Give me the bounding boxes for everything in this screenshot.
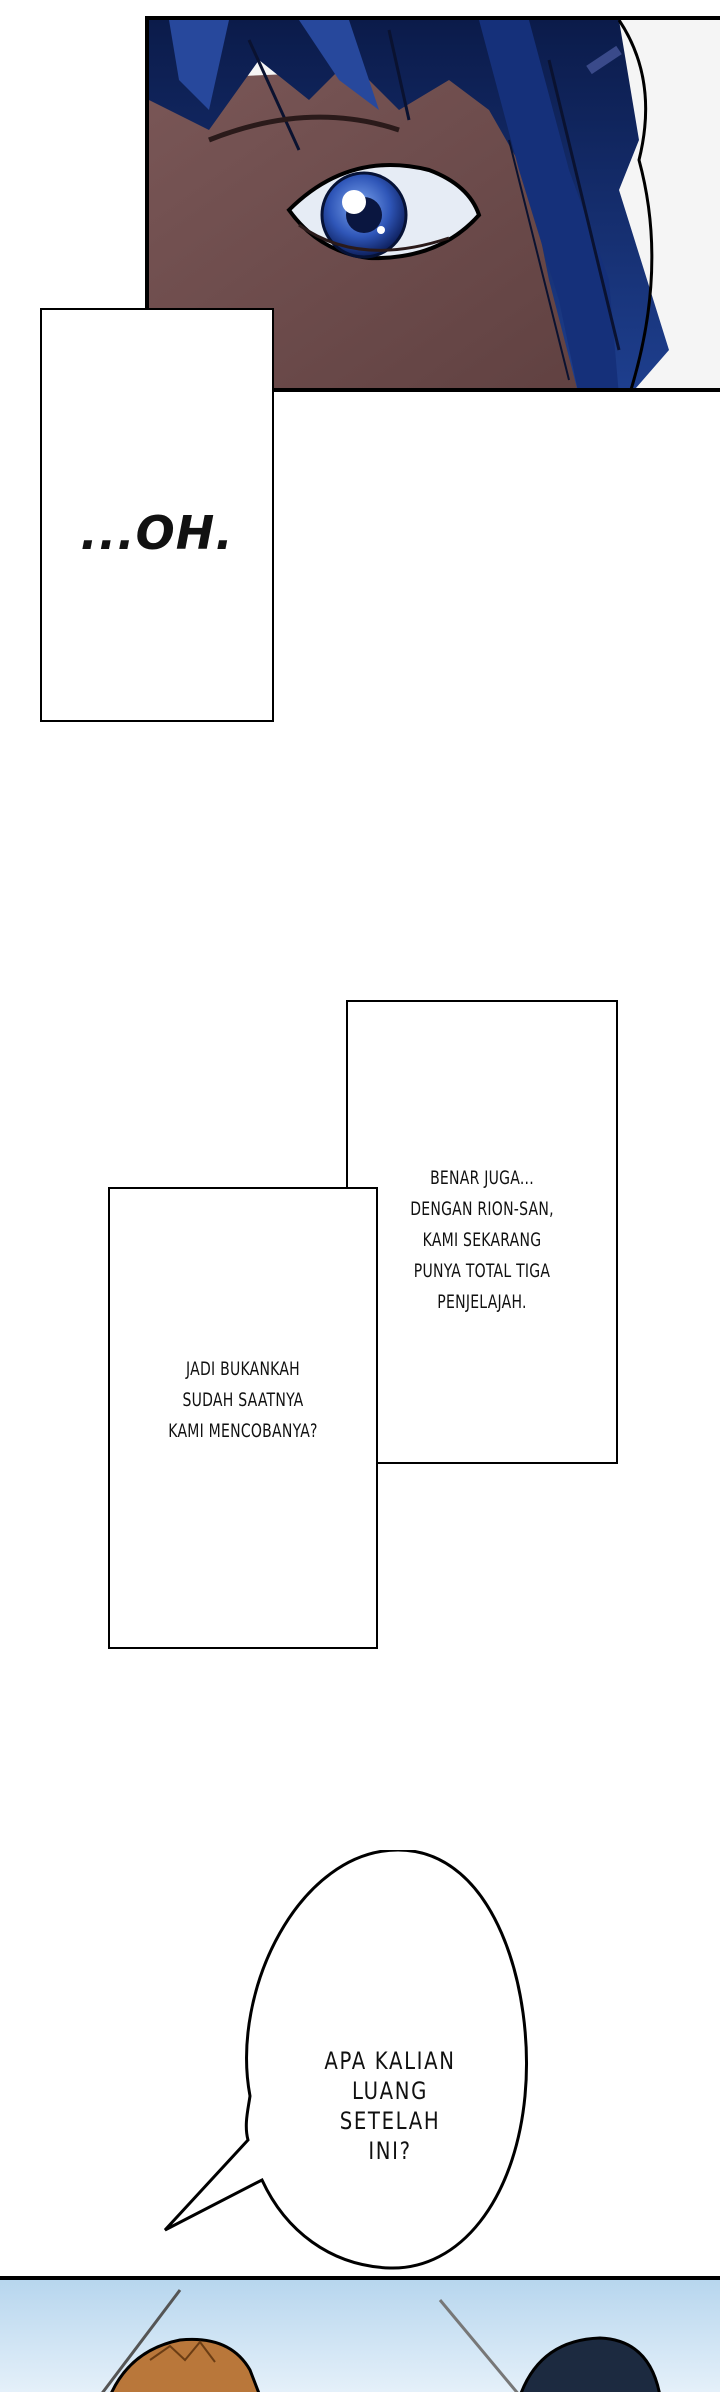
narration-line: PUNYA TOTAL TIGA <box>413 1260 551 1282</box>
narration-box-lower <box>108 1187 378 1649</box>
narration-line: KAMI MENCOBANYA? <box>168 1420 318 1442</box>
caption-text: ...OH. <box>80 506 234 560</box>
speech-line: APA KALIAN <box>324 2047 456 2075</box>
narration-line: BENAR JUGA... <box>430 1167 534 1189</box>
narration-line: SUDAH SAATNYA <box>182 1389 304 1411</box>
speech-balloon-text: APA KALIAN LUANG SETELAH INI? <box>267 2046 513 2166</box>
speech-line: LUANG <box>351 2077 429 2105</box>
speech-balloon <box>163 1850 528 2270</box>
narration-text-lower: JADI BUKANKAH SUDAH SAATNYA KAMI MENCOBA… <box>132 1354 353 1447</box>
narration-line: DENGAN RION-SAN, <box>410 1198 554 1220</box>
bottom-scene-art <box>0 2280 720 2392</box>
narration-line: KAMI SEKARANG <box>422 1229 542 1251</box>
speech-line: INI? <box>368 2137 412 2165</box>
narration-line: PENJELAJAH. <box>437 1291 527 1313</box>
caption-box: ...OH. <box>40 308 274 722</box>
bottom-scene-panel <box>0 2276 720 2392</box>
speech-balloon-shape <box>163 1850 528 2270</box>
narration-text-upper: BENAR JUGA... DENGAN RION-SAN, KAMI SEKA… <box>370 1163 593 1318</box>
narration-line: JADI BUKANKAH <box>186 1358 300 1380</box>
speech-line: SETELAH <box>339 2107 441 2135</box>
eye-closeup-panel <box>145 16 720 392</box>
eye-closeup-art <box>149 20 720 388</box>
narration-box-upper <box>346 1000 618 1464</box>
